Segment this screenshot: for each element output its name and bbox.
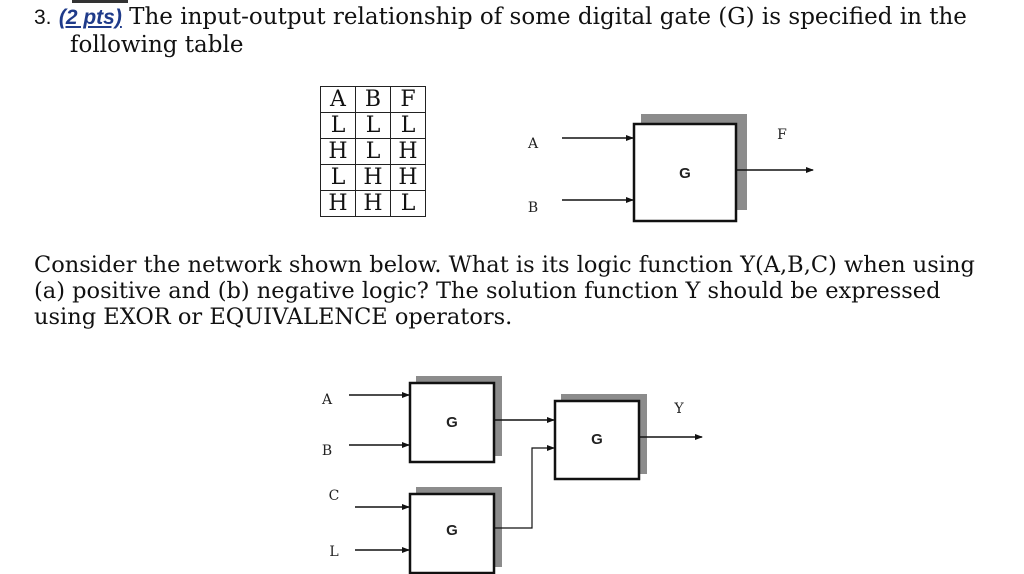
network-input-l-label: L — [329, 544, 338, 560]
gate3-box — [408, 492, 496, 574]
gate1-label: G — [446, 414, 458, 431]
input-a-label: A — [527, 136, 539, 152]
problem-text-line1: The input-output relationship of some di… — [121, 4, 967, 30]
gate2-label: G — [591, 431, 603, 448]
gate-label: G — [679, 165, 691, 182]
cell: H — [355, 190, 391, 217]
cell: L — [390, 112, 426, 139]
problem-points: (2 pts) — [58, 6, 122, 29]
network-diagram: G G G A B C L Y — [321, 376, 703, 574]
network-input-c-label: C — [329, 488, 340, 504]
cell: H — [320, 138, 356, 165]
header-f: F — [390, 86, 426, 113]
network-input-a-label: A — [321, 392, 333, 408]
gate-box — [632, 122, 738, 223]
table-row: L H H — [320, 164, 426, 191]
gate3-to-gate2-wire — [494, 445, 555, 529]
cell: H — [390, 164, 426, 191]
network-output-y-label: Y — [673, 401, 684, 417]
truth-table: A B F L L L H L H L H H H H L — [320, 86, 426, 217]
table-row: H L H — [320, 138, 426, 165]
table-row: H H L — [320, 190, 426, 217]
cell: H — [320, 190, 356, 217]
gate3-label: G — [446, 522, 458, 539]
truth-table-header: A B F — [320, 86, 426, 113]
input-b-label: B — [528, 200, 538, 216]
question-text: Consider the network shown below. What i… — [34, 252, 975, 330]
problem-text-line2: following table — [70, 32, 244, 58]
cell: L — [355, 112, 391, 139]
table-row: L L L — [320, 112, 426, 139]
cell: L — [355, 138, 391, 165]
problem-number: 3. — [34, 6, 52, 29]
cell: L — [390, 190, 426, 217]
problem-statement-line1: 3. (2 pts) The input-output relationship… — [34, 4, 967, 31]
cell: L — [320, 112, 356, 139]
gate-diagram: G A B F — [527, 114, 814, 223]
gate1-box — [408, 381, 496, 464]
gate2-box — [553, 399, 641, 481]
network-input-b-label: B — [322, 443, 332, 459]
cell: H — [390, 138, 426, 165]
output-f-label: F — [777, 127, 787, 143]
top-rule — [72, 0, 128, 3]
